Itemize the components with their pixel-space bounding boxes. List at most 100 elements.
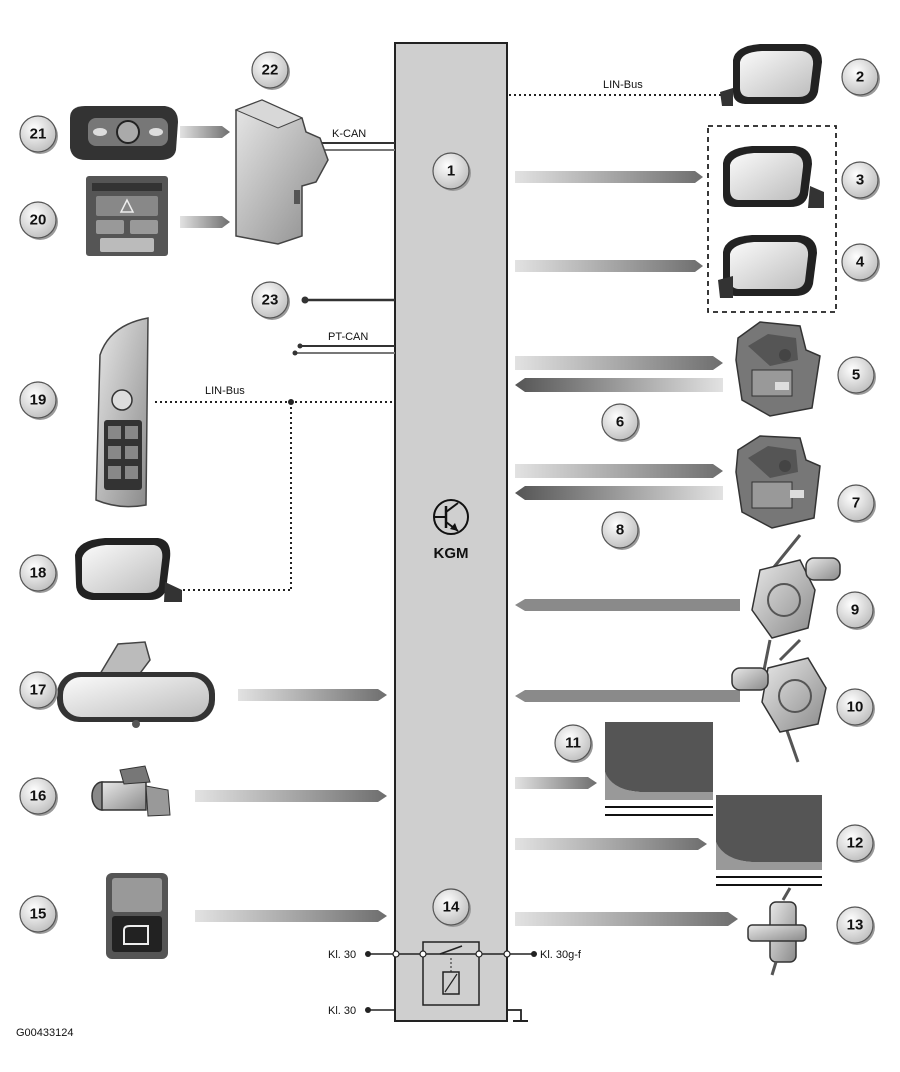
callout-10-label: 10 xyxy=(847,699,864,716)
callout-10: 10 xyxy=(836,688,875,727)
arrow-from-16 xyxy=(195,790,387,802)
pt-can-label: PT-CAN xyxy=(328,331,368,343)
terminal-kl30g-f: Kl. 30g-f xyxy=(540,949,582,961)
callout-19: 19 xyxy=(19,381,58,420)
arrow-from-20 xyxy=(180,216,230,228)
callout-3-label: 3 xyxy=(856,172,864,189)
bus-23-dot xyxy=(301,296,309,304)
mirror-group-box xyxy=(707,125,837,313)
arrow-to-4 xyxy=(515,260,703,272)
callout-1-label: 1 xyxy=(447,163,455,180)
arrow-to-7 xyxy=(515,464,723,478)
callout-9: 9 xyxy=(836,591,875,630)
arrow-from-21 xyxy=(180,126,230,138)
callout-4: 4 xyxy=(841,243,880,282)
figure-id: G00433124 xyxy=(16,1027,74,1039)
callout-7: 7 xyxy=(837,484,876,523)
callout-2-label: 2 xyxy=(856,69,864,86)
terminal-kl30-upper-dot xyxy=(365,951,371,957)
callout-15-label: 15 xyxy=(30,906,47,923)
callout-6-label: 6 xyxy=(616,414,624,431)
callout-8: 8 xyxy=(601,511,640,550)
callout-23-label: 23 xyxy=(262,292,279,309)
mirror-3-icon xyxy=(723,146,824,208)
callout-13-label: 13 xyxy=(847,917,864,934)
callout-3: 3 xyxy=(841,161,880,200)
callout-11: 11 xyxy=(554,724,593,763)
callout-12: 12 xyxy=(836,824,875,863)
sunroof-12-icon xyxy=(716,795,822,887)
callout-1: 1 xyxy=(432,152,471,191)
callout-11-label: 11 xyxy=(565,735,581,752)
terminal-kl30g-f-dot xyxy=(531,951,537,957)
switch-panel-20-icon xyxy=(86,176,168,256)
terminal-kl30-lower-dot xyxy=(365,1007,371,1013)
pt-can-dot-2 xyxy=(292,350,298,356)
arrow-from-10 xyxy=(515,690,740,702)
callout-22: 22 xyxy=(251,51,290,90)
lin-bus-junction xyxy=(288,399,294,405)
arrow-from-6 xyxy=(515,378,723,392)
arrow-to-5 xyxy=(515,356,723,370)
kgm-module-body xyxy=(394,42,508,1022)
callout-14: 14 xyxy=(432,888,471,927)
input-arrows-left-side xyxy=(180,126,387,922)
callout-4-label: 4 xyxy=(856,254,865,271)
arrow-from-8 xyxy=(515,486,723,500)
relay-block xyxy=(370,941,532,1022)
window-switch-15-icon xyxy=(106,873,168,959)
callout-16: 16 xyxy=(19,777,58,816)
arrow-to-3 xyxy=(515,171,703,183)
callout-17-label: 17 xyxy=(30,682,47,699)
callout-9-label: 9 xyxy=(851,602,859,619)
sunroof-11-icon xyxy=(605,722,713,817)
terminal-kl30-lower: Kl. 30 xyxy=(328,1005,356,1017)
transistor-icon xyxy=(433,499,469,535)
control-unit-22-icon xyxy=(234,99,329,245)
callout-18-label: 18 xyxy=(30,565,47,582)
callout-8-label: 8 xyxy=(616,522,624,539)
mirror-18-icon xyxy=(75,538,182,602)
door-switch-panel-19-icon xyxy=(95,317,149,508)
terminal-kl30-upper: Kl. 30 xyxy=(328,949,356,961)
callout-20: 20 xyxy=(19,201,58,240)
lin-bus-left-label: LIN-Bus xyxy=(205,385,245,397)
arrow-to-11 xyxy=(515,777,597,789)
pt-can-dot-1 xyxy=(297,343,303,349)
callout-19-label: 19 xyxy=(30,392,47,409)
callout-7-label: 7 xyxy=(852,495,860,512)
key-fob-21-icon xyxy=(70,106,178,160)
arrow-to-13 xyxy=(515,912,738,926)
arrow-from-15 xyxy=(195,910,387,922)
kgm-label: KGM xyxy=(434,545,469,562)
callout-17: 17 xyxy=(19,671,58,710)
callout-16-label: 16 xyxy=(30,788,47,805)
arrow-to-12 xyxy=(515,838,707,850)
input-arrows-right-side xyxy=(515,378,740,702)
window-motor-10-icon xyxy=(731,638,827,763)
callout-23: 23 xyxy=(251,281,290,320)
k-can-label: K-CAN xyxy=(332,128,366,140)
pump-13-icon xyxy=(747,887,807,976)
callout-14-label: 14 xyxy=(443,899,460,916)
arrow-from-17 xyxy=(238,689,387,701)
mirror-4-icon xyxy=(718,235,817,298)
callout-6: 6 xyxy=(601,403,640,442)
callout-22-label: 22 xyxy=(262,62,279,79)
callout-18: 18 xyxy=(19,554,58,593)
door-lock-7-icon xyxy=(735,435,821,529)
rearview-mirror-17-icon xyxy=(57,641,215,728)
lin-bus-top-label: LIN-Bus xyxy=(603,79,643,91)
callout-5-label: 5 xyxy=(852,367,860,384)
callout-13: 13 xyxy=(836,906,875,945)
callout-21-label: 21 xyxy=(30,126,47,143)
callout-5: 5 xyxy=(837,356,876,395)
door-lock-5-icon xyxy=(735,321,821,417)
callout-12-label: 12 xyxy=(847,835,864,852)
callout-15: 15 xyxy=(19,895,58,934)
mirror-2-icon xyxy=(720,44,822,106)
output-arrows xyxy=(515,171,738,926)
arrow-from-9 xyxy=(515,599,740,611)
